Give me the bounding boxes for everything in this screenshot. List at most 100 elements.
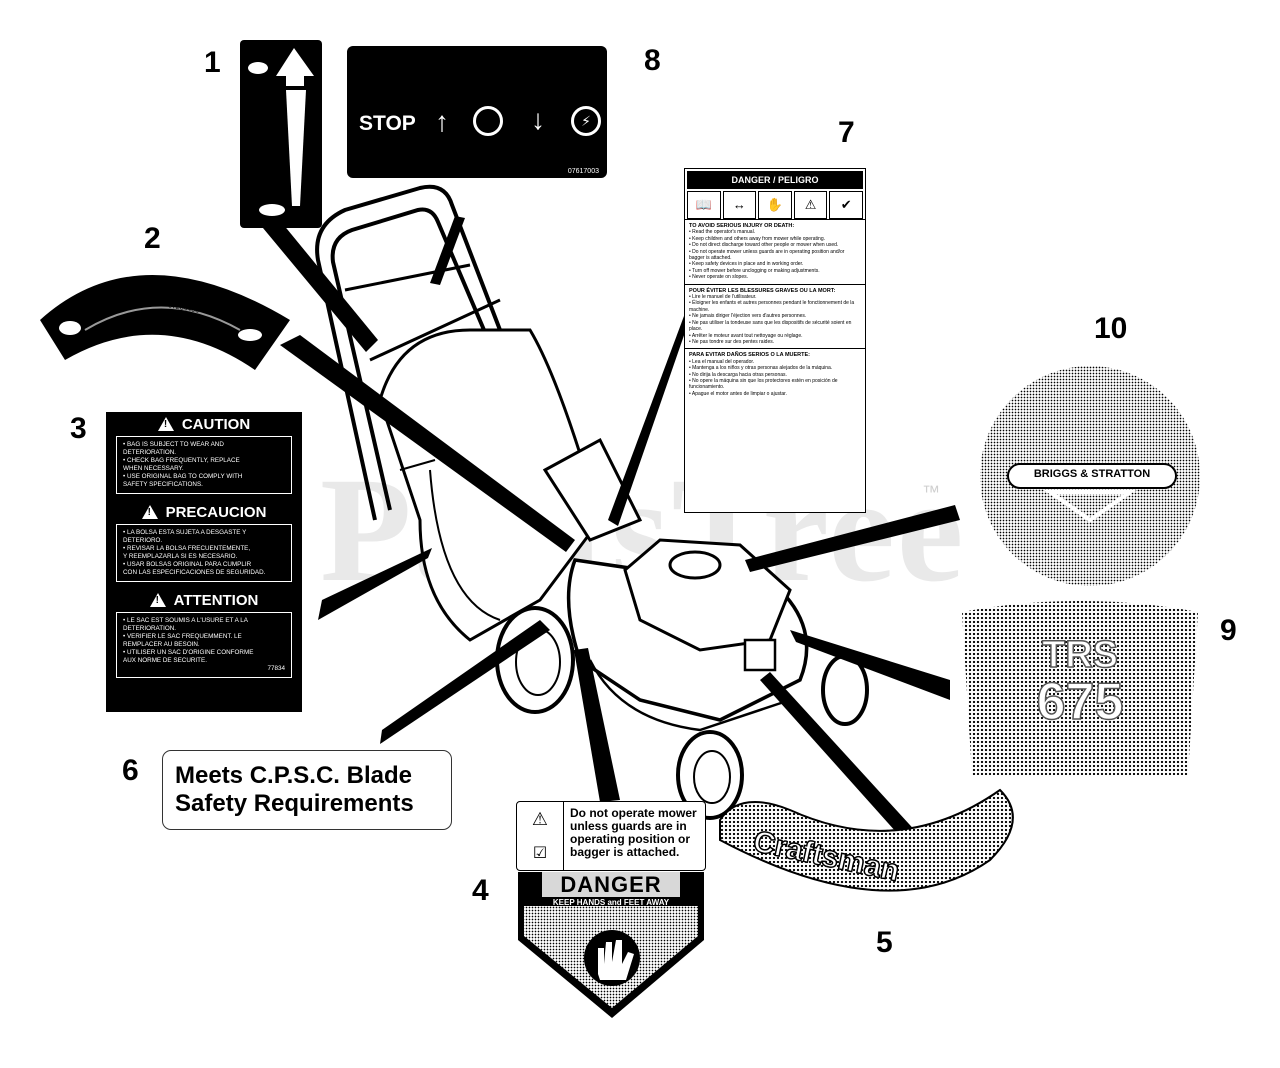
decal-9-model-text: TRS 675 (1000, 634, 1160, 731)
hand-icon (598, 940, 634, 980)
decal-5-craftsman-arc (719, 788, 1014, 892)
caution-title: CAUTION (181, 415, 251, 433)
sec1-line: • Do not operate mower unless guards are… (689, 248, 845, 262)
precaucion-line: • REVISAR LA BOLSA FRECUENTEMENTE, (123, 545, 251, 552)
decal-2-curved (40, 275, 290, 370)
sec1-line: • Do not direct discharge toward other p… (689, 242, 839, 249)
decal-7-header: DANGER / PELIGRO (687, 171, 863, 189)
sec2-line: • Lire le manuel de l'utilisateur. (689, 294, 757, 301)
decal-7-spanish: PARA EVITAR DAÑOS SERIOS O LA MUERTE: • … (685, 348, 865, 400)
sec2-line: • Ne pas tondre sur des pentes raides. (689, 338, 775, 345)
attention-line: AUX NORME DE SECURITE. (123, 657, 207, 664)
attention-text: • LE SAC EST SOUMIS A L'USURE ET A LA DE… (116, 612, 292, 678)
mower-handle (315, 184, 502, 521)
sec1-title: TO AVOID SERIOUS INJURY OR DEATH: (689, 223, 795, 229)
decal-3-part-number: 77834 (267, 665, 285, 672)
manual-icon: 📖 (687, 191, 721, 219)
decal-4-danger-header: DANGER KEEP HANDS and FEET AWAY (520, 872, 702, 907)
trademark-mark: ™ (922, 482, 940, 502)
decal-4-notice-text: Do not operate mower unless guards are i… (570, 806, 697, 859)
rabbit-icon (248, 62, 268, 74)
callout-3: 3 (70, 412, 87, 445)
callout-4: 4 (472, 874, 489, 907)
rabbit-icon (59, 321, 81, 335)
attention-line: DETERIORATION. (123, 625, 177, 632)
callout-5: 5 (876, 926, 893, 959)
decal-8-part-number: 07617003 (567, 168, 599, 175)
attention-line: • UTILISER UN SAC D'ORIGINE CONFORME (123, 649, 254, 656)
danger-title: DANGER (520, 872, 702, 897)
precaucion-title: PRECAUCION (165, 503, 267, 521)
sec1-line: • Keep safety devices in place and in wo… (689, 261, 804, 268)
decal-7-english: TO AVOID SERIOUS INJURY OR DEATH: • Read… (685, 219, 865, 284)
caution-text: • BAG IS SUBJECT TO WEAR AND DETERIORATI… (116, 436, 292, 494)
warning-triangle-icon (141, 505, 158, 519)
sec1-line: • Keep children and others away from mow… (689, 235, 825, 242)
decal-8-control-panel: STOP ↑ ↓ ⚡ 07617003 (347, 46, 607, 178)
precaucion-line: • LA BOLSA ESTA SUJETA A DESGASTE Y (123, 529, 247, 536)
precaucion-heading: PRECAUCION (106, 500, 302, 524)
decal-4-danger-shield (518, 872, 704, 1018)
decal-7-icons: 📖 ↔ ✋ ⚠ ✔ (687, 191, 863, 219)
hand-hazard-icon: ✋ (758, 191, 792, 219)
check-icon: ☑ (532, 845, 548, 863)
distance-icon: ↔ (722, 191, 757, 219)
callout-8: 8 (644, 44, 661, 77)
precaucion-line: • USAR BOLSAS ORIGINAL PARA CUMPLIR (123, 561, 252, 568)
sec3-line: • No opere la máquina sin que los protec… (689, 377, 838, 391)
decal-4-notice: ⚠ ☑ Do not operate mower unless guards a… (516, 801, 706, 871)
cpsc-line-2: Safety Requirements (175, 790, 414, 817)
attention-line: • LE SAC EST SOUMIS A L'USURE ET A LA (123, 617, 248, 624)
danger-subtitle: KEEP HANDS and FEET AWAY (552, 898, 670, 907)
attention-title: ATTENTION (173, 591, 259, 609)
sec3-line: • Apague el motor antes de limpiar o aju… (689, 390, 787, 397)
up-arrow-icon: ↑ (435, 106, 449, 137)
warning-triangle-icon: ⚠ (531, 808, 549, 829)
attention-line: REMPLACER AU BESOIN. (123, 641, 200, 648)
callout-2: 2 (144, 222, 161, 255)
decal-9-model-plate (962, 601, 1198, 775)
sec1-line: • Read the operator's manual. (689, 229, 756, 236)
callout-1: 1 (204, 46, 221, 79)
decal-9-line-2: 675 (1036, 673, 1124, 731)
decal-3-bag-caution: CAUTION • BAG IS SUBJECT TO WEAR AND DET… (106, 412, 302, 712)
check-icon: ✔ (829, 191, 863, 219)
decal-4-icons: ⚠ ☑ (517, 802, 564, 870)
attention-line: • VERIFIER LE SAC FREQUEMMENT. LE (123, 633, 242, 640)
sec2-line: • Arrêter le moteur avant tout nettoyage… (689, 332, 803, 339)
callout-9: 9 (1220, 614, 1237, 647)
decal-7-french: POUR ÉVITER LES BLESSURES GRAVES OU LA M… (685, 283, 865, 349)
sec3-line: • Lea el manual del operador. (689, 358, 755, 365)
wheels (495, 606, 869, 820)
caution-line: • USE ORIGINAL BAG TO COMPLY WITH (123, 473, 243, 480)
sec2-title: POUR ÉVITER LES BLESSURES GRAVES OU LA M… (689, 287, 836, 294)
danger-title-text: DANGER (542, 872, 680, 897)
caution-line: • BAG IS SUBJECT TO WEAR AND (123, 441, 224, 448)
caution-line: DETERIORATION. (123, 449, 177, 456)
stop-label: STOP (359, 112, 416, 135)
decal-7-danger-label: DANGER / PELIGRO 📖 ↔ ✋ ⚠ ✔ TO AVOID SERI… (684, 168, 866, 513)
caution-line: • CHECK BAG FREQUENTLY, REPLACE (123, 457, 240, 464)
precaucion-text: • LA BOLSA ESTA SUJETA A DESGASTE Y DETE… (116, 524, 292, 582)
attention-heading: ATTENTION (106, 588, 302, 612)
warning-triangle-icon (149, 593, 166, 607)
decal-1-throttle (240, 40, 322, 228)
caution-heading: CAUTION (106, 412, 302, 436)
turtle-icon (238, 329, 262, 341)
up-arrow-icon (276, 48, 314, 86)
sec3-line: • No dirija la descarga hacia otras pers… (689, 371, 787, 378)
slope-warning-icon: ⚠ (793, 191, 828, 219)
precaucion-line: CON LAS ESPECIFICACIONES DE SEGURIDAD. (123, 569, 266, 576)
caution-line: WHEN NECESSARY. (123, 465, 184, 472)
bail-released-icon (473, 106, 503, 136)
decal-10-brand-text: BRIGGS & STRATTON (1033, 468, 1151, 480)
down-arrow-icon: ↓ (531, 104, 545, 135)
turtle-icon (259, 204, 285, 216)
callout-7: 7 (838, 116, 855, 149)
sec2-line: • Ne pas utiliser la tondeuse sans que l… (689, 319, 852, 333)
sec2-line: • Éloigner les enfants et autres personn… (689, 300, 855, 313)
cpsc-line-1: Meets C.P.S.C. Blade (175, 762, 412, 789)
sec2-line: • Ne jamais diriger l'éjection vers d'au… (689, 313, 807, 320)
warning-triangle-icon (157, 417, 174, 431)
